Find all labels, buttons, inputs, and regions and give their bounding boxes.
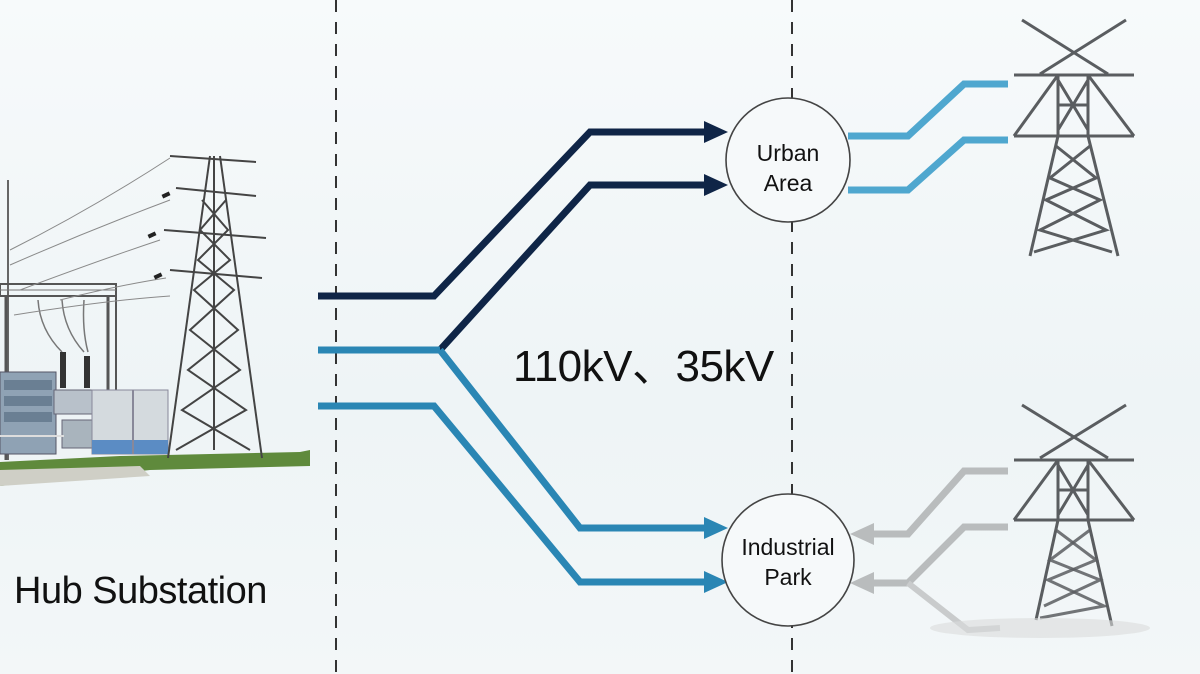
arrow-industrial-2 (704, 571, 728, 593)
urban-label-line2: Area (763, 170, 813, 196)
feeder-branch-to-industrial (437, 347, 706, 532)
feeder-branch-to-urban (437, 181, 706, 353)
arrow-industrial-1 (704, 517, 728, 539)
urban-label-line1: Urban (756, 140, 820, 166)
arrow-gray-1 (850, 523, 874, 545)
arrowheads (704, 121, 874, 594)
hub-substation-label: Hub Substation (14, 570, 267, 612)
tower-upper-right (1012, 18, 1136, 257)
feeder-lines (318, 128, 706, 586)
hub-substation-illustration (0, 155, 310, 486)
arrow-urban-2 (704, 174, 728, 196)
voltage-label: 110kV、35kV (513, 342, 774, 391)
arrow-urban-1 (704, 121, 728, 143)
urban-area-node (725, 97, 851, 223)
arrow-gray-2 (850, 572, 874, 594)
park-label-line2: Park (764, 564, 812, 590)
industrial-input-lines (872, 467, 1008, 634)
urban-area-label: Urban Area (728, 138, 848, 198)
feeder-blue-bottom (318, 402, 706, 586)
tower-shadow (930, 618, 1150, 638)
tower-lower-right (1012, 403, 1136, 627)
industrial-park-node (721, 493, 855, 627)
urban-output-lines (848, 80, 1008, 194)
park-label-line1: Industrial (741, 534, 835, 560)
feeder-dark-to-urban (318, 128, 706, 300)
industrial-park-label: Industrial Park (724, 532, 852, 592)
